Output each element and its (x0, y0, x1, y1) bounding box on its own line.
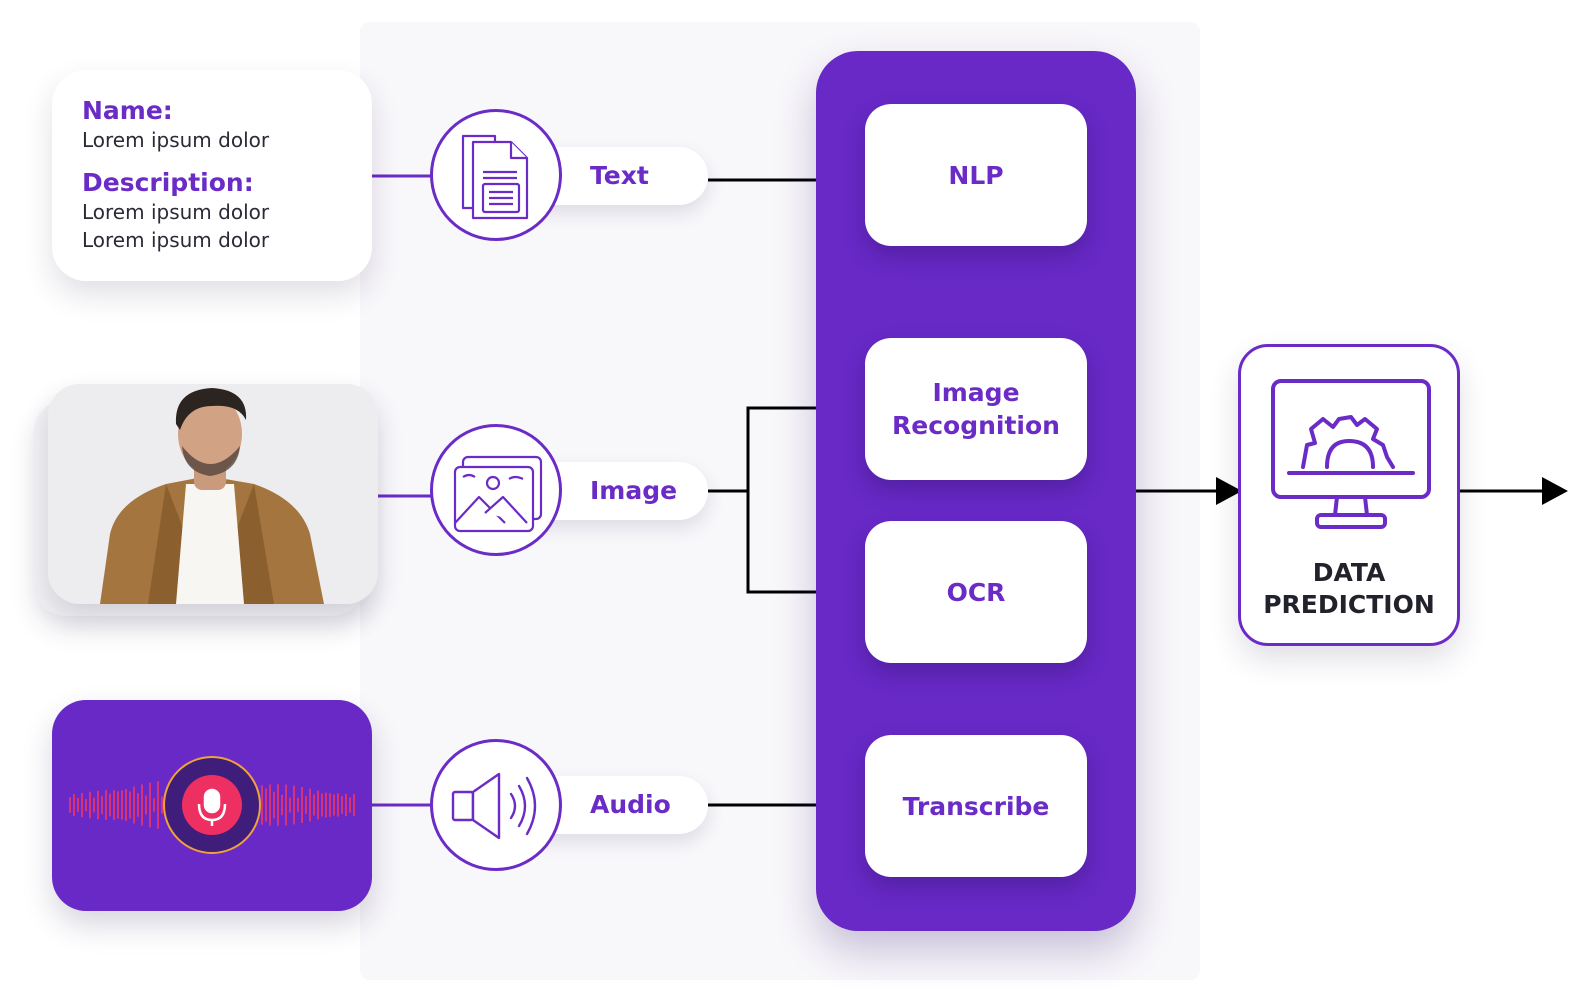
audio-input-card (52, 700, 372, 911)
image-to-ocr-line (746, 491, 842, 594)
data-prediction-label: DATA PREDICTION (1263, 558, 1435, 619)
microphone-icon (197, 788, 227, 826)
monitor-gear-icon (1271, 379, 1431, 529)
modality-label: Image (590, 476, 678, 505)
text-input-card: Name: Lorem ipsum dolor Description: Lor… (52, 70, 372, 281)
arrowhead-prediction (1216, 477, 1242, 505)
portrait-photo (48, 384, 378, 604)
name-value: Lorem ipsum dolor (82, 128, 270, 152)
modality-label: Text (590, 161, 649, 190)
modality-text-circle (430, 109, 562, 241)
data-prediction-card: DATA PREDICTION (1238, 344, 1460, 646)
arrowhead-output (1542, 477, 1568, 505)
description-label: Description: (82, 168, 254, 197)
processor-label: OCR (946, 577, 1006, 607)
processor-nlp: NLP (865, 104, 1087, 246)
modality-label: Audio (590, 790, 671, 819)
processor-ocr: OCR (865, 521, 1087, 663)
modality-audio-circle (430, 739, 562, 871)
speaker-icon (451, 772, 537, 840)
document-icon (461, 134, 529, 220)
waveform-graphic (69, 756, 355, 854)
description-line: Lorem ipsum dolor (82, 200, 270, 224)
processor-transcribe: Transcribe (865, 735, 1087, 877)
description-line: Lorem ipsum dolor (82, 228, 270, 252)
processor-label: Transcribe (902, 791, 1050, 821)
processor-label: Image Recognition (892, 378, 1060, 440)
image-gallery-icon (453, 455, 543, 533)
processor-label: NLP (948, 160, 1004, 190)
modality-image-circle (430, 424, 562, 556)
image-to-recognition-line (746, 406, 842, 491)
processor-image-recognition: Image Recognition (865, 338, 1087, 480)
name-label: Name: (82, 96, 173, 125)
image-input-card (48, 384, 378, 604)
